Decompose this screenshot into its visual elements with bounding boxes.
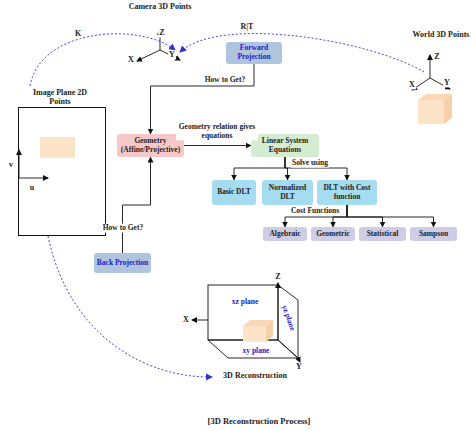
connector bbox=[234, 157, 285, 180]
connector bbox=[285, 205, 347, 227]
image-plane-frame: Image Plane 2D Points bbox=[14, 88, 106, 236]
cost-box: Statistical bbox=[359, 227, 406, 241]
axis-label: Z bbox=[158, 28, 165, 37]
branch-label: Cost Functions bbox=[290, 207, 340, 216]
method-box: Basic DLT bbox=[212, 180, 256, 205]
world-axes bbox=[412, 55, 450, 90]
equations-box: Linear System Equations bbox=[251, 134, 319, 157]
title-label: Camera 3D Points bbox=[128, 2, 193, 11]
edge-label: How to Get? bbox=[102, 224, 144, 233]
dotted-curves bbox=[30, 34, 424, 377]
axis-label: Y bbox=[295, 362, 303, 371]
axis-label: Z bbox=[274, 272, 281, 281]
image-axes bbox=[19, 150, 48, 178]
cost-box: Algebraic bbox=[263, 227, 307, 241]
method-box: Normalized DLT bbox=[262, 180, 313, 205]
image-object bbox=[40, 137, 75, 158]
box-text: Normalized DLT bbox=[264, 184, 311, 201]
axis-label: X bbox=[408, 80, 416, 89]
connector bbox=[285, 157, 347, 180]
reconstruction-frame bbox=[192, 283, 300, 362]
axis-label: Y bbox=[168, 50, 176, 59]
connector bbox=[347, 205, 434, 227]
edge-label: How to Get? bbox=[204, 76, 246, 85]
connector bbox=[184, 145, 251, 146]
result-label: 3D Reconstruction bbox=[222, 371, 288, 380]
box-text: Algebraic bbox=[269, 230, 300, 239]
edge-label: Geometry relation gives equations bbox=[176, 123, 258, 140]
plane-label: xy plane bbox=[242, 347, 271, 356]
caption: [3D Reconstruction Process] bbox=[207, 417, 312, 427]
matrix-label: K bbox=[74, 29, 82, 38]
method-box: DLT with Cost function bbox=[317, 180, 377, 205]
axis-label: X bbox=[127, 55, 135, 64]
plane-label: yz plane bbox=[279, 303, 297, 333]
box-text: Basic DLT bbox=[217, 188, 251, 197]
process-box: Forward Projection bbox=[226, 42, 282, 63]
box-text: Forward Projection bbox=[228, 44, 280, 61]
title-label: World 3D Points bbox=[412, 30, 471, 39]
world-box bbox=[418, 94, 452, 124]
process-box: Back Projection bbox=[94, 253, 151, 273]
plane-label: xz plane bbox=[231, 298, 259, 307]
geometry-box: Geometry (Affine/Projective) bbox=[117, 134, 184, 157]
axis-label: Y bbox=[443, 78, 451, 87]
frame-heading: Image Plane 2D Points bbox=[27, 88, 93, 106]
box-text: Linear System Equations bbox=[253, 137, 317, 154]
axis-label: v bbox=[8, 160, 14, 169]
image-plane-box bbox=[18, 107, 106, 236]
axis-label: u bbox=[29, 183, 35, 192]
box-text: DLT with Cost function bbox=[319, 184, 375, 201]
cost-box: Geometric bbox=[311, 227, 355, 241]
connector bbox=[347, 205, 383, 227]
box-text: Statistical bbox=[367, 230, 399, 239]
axis-label: X bbox=[182, 315, 190, 324]
box-text: Back Projection bbox=[97, 259, 148, 268]
connector bbox=[123, 157, 151, 253]
branch-label: Solve using bbox=[291, 159, 329, 168]
cost-box: Sampson bbox=[410, 227, 457, 241]
box-text: Geometry (Affine/Projective) bbox=[119, 137, 182, 154]
axis-label: Z bbox=[433, 52, 440, 61]
box-text: Geometric bbox=[316, 230, 350, 239]
reconstruction-object bbox=[243, 320, 273, 342]
matrix-label: R|T bbox=[240, 22, 255, 31]
box-text: Sampson bbox=[419, 230, 448, 239]
